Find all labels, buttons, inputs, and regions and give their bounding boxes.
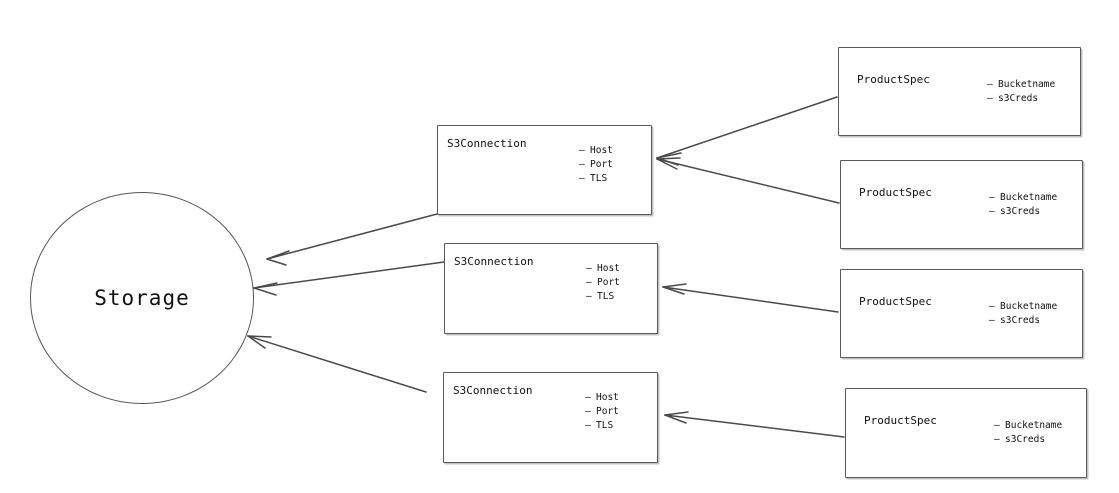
field-row: –Port xyxy=(585,405,619,419)
field-label: s3Creds xyxy=(1005,434,1046,445)
field-label: TLS xyxy=(590,173,608,184)
field-row: –Bucketname xyxy=(994,419,1062,433)
field-label: s3Creds xyxy=(998,93,1039,104)
s3connection-node-1[interactable]: S3Connection –Host –Port –TLS xyxy=(444,243,658,334)
edge-connection-2-to-storage xyxy=(247,335,427,393)
productspec-node-1[interactable]: ProductSpec –Bucketname –s3Creds xyxy=(840,160,1083,249)
productspec-title-2: ProductSpec xyxy=(859,295,932,308)
field-row: –Host xyxy=(585,391,619,405)
field-row: –Port xyxy=(579,158,613,172)
s3connection-title-0: S3Connection xyxy=(447,137,527,150)
edge-product-spec-3-to-connection-2 xyxy=(664,411,845,438)
field-row: –TLS xyxy=(585,419,619,433)
field-bullet-icon: – xyxy=(585,406,591,417)
field-row: –Host xyxy=(579,144,613,158)
field-row: –Port xyxy=(586,276,620,290)
field-label: Bucketname xyxy=(998,79,1056,90)
productspec-fields-3: –Bucketname –s3Creds xyxy=(994,419,1062,447)
field-bullet-icon: – xyxy=(585,392,591,403)
field-label: TLS xyxy=(596,420,614,431)
productspec-fields-1: –Bucketname –s3Creds xyxy=(989,191,1057,219)
field-row: –s3Creds xyxy=(989,314,1057,328)
productspec-node-0[interactable]: ProductSpec –Bucketname –s3Creds xyxy=(838,47,1081,136)
field-bullet-icon: – xyxy=(989,301,995,312)
field-bullet-icon: – xyxy=(989,192,995,203)
field-bullet-icon: – xyxy=(987,79,993,90)
edge-connection-1-to-storage xyxy=(253,261,445,296)
productspec-fields-0: –Bucketname –s3Creds xyxy=(987,78,1055,106)
field-bullet-icon: – xyxy=(586,291,592,302)
field-label: Host xyxy=(596,392,619,403)
field-bullet-icon: – xyxy=(579,159,585,170)
field-label: Bucketname xyxy=(1005,420,1063,431)
field-row: –Bucketname xyxy=(987,78,1055,92)
field-bullet-icon: – xyxy=(989,206,995,217)
field-bullet-icon: – xyxy=(994,420,1000,431)
field-label: TLS xyxy=(597,291,615,302)
field-row: –Bucketname xyxy=(989,191,1057,205)
storage-label: Storage xyxy=(94,286,190,310)
field-row: –TLS xyxy=(579,172,613,186)
field-row: –s3Creds xyxy=(989,205,1057,219)
s3connection-fields-1: –Host –Port –TLS xyxy=(586,262,620,304)
productspec-title-1: ProductSpec xyxy=(859,186,932,199)
productspec-title-3: ProductSpec xyxy=(864,414,937,427)
edge-connection-0-to-storage xyxy=(266,213,438,266)
field-bullet-icon: – xyxy=(579,173,585,184)
edge-product-spec-2-to-connection-1 xyxy=(662,283,839,313)
field-row: –s3Creds xyxy=(987,92,1055,106)
s3connection-title-2: S3Connection xyxy=(453,384,533,397)
field-row: –Host xyxy=(586,262,620,276)
field-row: –TLS xyxy=(586,290,620,304)
s3connection-fields-0: –Host –Port –TLS xyxy=(579,144,613,186)
field-bullet-icon: – xyxy=(994,434,1000,445)
field-bullet-icon: – xyxy=(586,263,592,274)
field-label: s3Creds xyxy=(1000,206,1041,217)
productspec-title-0: ProductSpec xyxy=(857,73,930,86)
edge-product-spec-1-to-connection-0 xyxy=(656,157,840,204)
field-bullet-icon: – xyxy=(579,145,585,156)
field-row: –Bucketname xyxy=(989,300,1057,314)
field-label: Port xyxy=(590,159,613,170)
field-label: Bucketname xyxy=(1000,301,1058,312)
storage-node[interactable]: Storage xyxy=(30,192,254,404)
productspec-node-2[interactable]: ProductSpec –Bucketname –s3Creds xyxy=(840,269,1083,358)
productspec-node-3[interactable]: ProductSpec –Bucketname –s3Creds xyxy=(845,388,1087,478)
field-label: s3Creds xyxy=(1000,315,1041,326)
field-bullet-icon: – xyxy=(987,93,993,104)
field-bullet-icon: – xyxy=(585,420,591,431)
s3connection-node-2[interactable]: S3Connection –Host –Port –TLS xyxy=(443,372,658,463)
edge-product-spec-0-to-connection-0 xyxy=(656,96,838,166)
s3connection-node-0[interactable]: S3Connection –Host –Port –TLS xyxy=(437,125,652,215)
s3connection-title-1: S3Connection xyxy=(454,255,534,268)
field-label: Bucketname xyxy=(1000,192,1058,203)
field-label: Host xyxy=(590,145,613,156)
field-label: Port xyxy=(597,277,620,288)
field-label: Host xyxy=(597,263,620,274)
productspec-fields-2: –Bucketname –s3Creds xyxy=(989,300,1057,328)
field-label: Port xyxy=(596,406,619,417)
field-bullet-icon: – xyxy=(586,277,592,288)
field-row: –s3Creds xyxy=(994,433,1062,447)
s3connection-fields-2: –Host –Port –TLS xyxy=(585,391,619,433)
field-bullet-icon: – xyxy=(989,315,995,326)
